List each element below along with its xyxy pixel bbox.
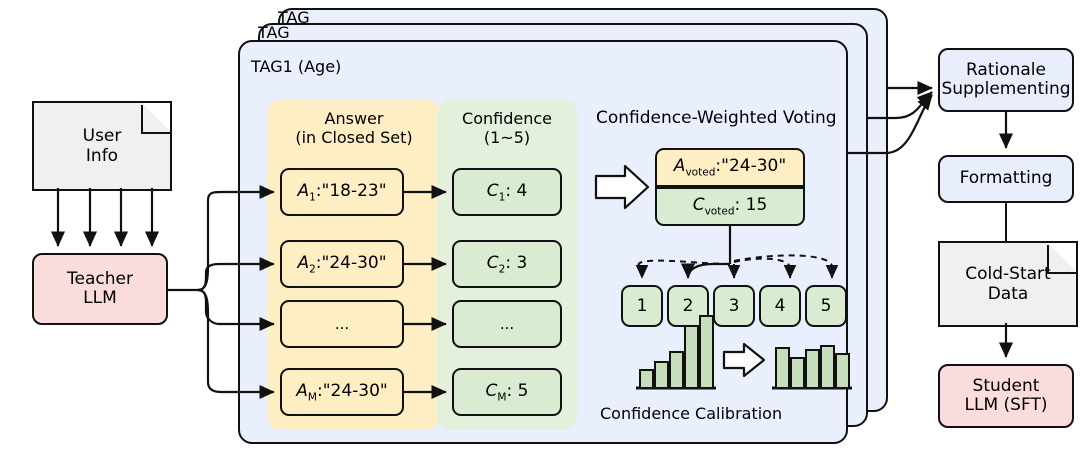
scale-box-2-label: 2 (682, 296, 694, 316)
answer-voted-box[interactable]: Avoted:"24-30" (655, 148, 805, 187)
user-info-label: User Info (82, 125, 122, 166)
cold-start-data-label: Cold-Start Data (965, 263, 1051, 304)
formatting-label: Formatting (959, 168, 1053, 189)
confidence-item-1-value: : 4 (505, 180, 528, 201)
formatting-node[interactable]: Formatting (938, 155, 1074, 203)
answer-item-1-value: :"18-23" (315, 180, 387, 201)
user-info-document[interactable]: User Info (32, 101, 172, 191)
answer-item-3[interactable]: ... (280, 300, 404, 348)
confidence-item-2-value: : 3 (505, 252, 528, 273)
confidence-item-1-text: C1: 4 (487, 181, 528, 203)
rationale-supplementing-node[interactable]: Rationale Supplementing (938, 48, 1074, 112)
confidence-item-2-sub: 2 (498, 263, 506, 276)
confidence-voted-symbol: C (692, 195, 705, 216)
confidence-voted-value: : 15 (734, 195, 768, 216)
scale-box-5[interactable]: 5 (805, 285, 847, 327)
rationale-supplementing-label: Rationale Supplementing (941, 59, 1071, 99)
document-fold-icon (1048, 243, 1076, 271)
confidence-column-header: Confidence (1~5) (462, 109, 552, 147)
voting-title: Confidence-Weighted Voting (596, 108, 837, 128)
answer-item-1-sub: 1 (309, 191, 316, 204)
answer-item-4[interactable]: AM:"24-30" (280, 368, 404, 416)
answer-column-header: Answer (in Closed Set) (295, 109, 413, 147)
answer-voted-value: :"24-30" (715, 156, 787, 177)
confidence-voted-box[interactable]: Cvoted: 15 (655, 187, 805, 226)
tag-card-mid-title-wrap: TAG (258, 23, 868, 53)
tag-card-front-title: TAG1 (Age) (251, 57, 342, 76)
answer-item-2-text: A2:"24-30" (297, 253, 386, 275)
answer-item-4-value: :"24-30" (316, 380, 388, 401)
confidence-item-4-sub: M (497, 391, 507, 404)
answer-item-2-sub: 2 (309, 263, 316, 276)
confidence-voted-text: Cvoted: 15 (693, 195, 768, 217)
scale-box-5-label: 5 (820, 296, 832, 316)
answer-item-2-value: :"24-30" (315, 252, 387, 273)
answer-voted-symbol: A (673, 156, 686, 177)
scale-box-2[interactable]: 2 (667, 285, 709, 327)
scale-box-3-label: 3 (728, 296, 740, 316)
confidence-item-1-symbol: C (486, 180, 499, 201)
scale-box-1[interactable]: 1 (621, 285, 663, 327)
answer-item-2[interactable]: A2:"24-30" (280, 240, 404, 288)
answer-voted-text: Avoted:"24-30" (674, 156, 786, 178)
tag-card-mid-title: TAG (258, 23, 290, 42)
answer-item-1[interactable]: A1:"18-23" (280, 168, 404, 216)
answer-item-2-symbol: A (297, 252, 310, 273)
answer-item-4-text: AM:"24-30" (296, 381, 388, 403)
answer-item-1-symbol: A (297, 180, 310, 201)
confidence-item-3-value: ... (499, 315, 515, 333)
scale-box-1-label: 1 (636, 296, 648, 316)
student-llm-label: Student LLM (SFT) (964, 375, 1048, 415)
answer-item-3-value: ... (334, 315, 350, 333)
scale-box-4-label: 4 (774, 296, 786, 316)
answer-item-4-sub: M (307, 391, 317, 404)
confidence-voted-sub: voted (704, 205, 735, 218)
teacher-llm-node[interactable]: Teacher LLM (32, 253, 168, 325)
scale-box-4[interactable]: 4 (759, 285, 801, 327)
teacher-llm-label: Teacher LLM (67, 268, 133, 308)
scale-box-3[interactable]: 3 (713, 285, 755, 327)
confidence-item-2-text: C2: 3 (487, 253, 528, 275)
student-llm-node[interactable]: Student LLM (SFT) (938, 364, 1074, 428)
tag-card-back-title: TAG (278, 8, 310, 27)
confidence-item-1-sub: 1 (498, 191, 506, 204)
confidence-item-4-text: CM: 5 (486, 381, 529, 403)
answer-item-4-symbol: A (296, 380, 308, 401)
confidence-item-4[interactable]: CM: 5 (452, 368, 562, 416)
confidence-item-4-value: : 5 (506, 380, 529, 401)
answer-voted-sub: voted (685, 166, 716, 179)
calibration-caption: Confidence Calibration (600, 404, 783, 423)
confidence-item-2-symbol: C (486, 252, 499, 273)
confidence-item-2[interactable]: C2: 3 (452, 240, 562, 288)
confidence-item-4-symbol: C (485, 380, 498, 401)
document-fold-icon (142, 103, 170, 131)
tag-card-back-title-wrap: TAG (278, 8, 888, 38)
confidence-item-1[interactable]: C1: 4 (452, 168, 562, 216)
confidence-item-3[interactable]: ... (452, 300, 562, 348)
cold-start-data-document[interactable]: Cold-Start Data (938, 241, 1078, 327)
answer-item-1-text: A1:"18-23" (297, 181, 386, 203)
